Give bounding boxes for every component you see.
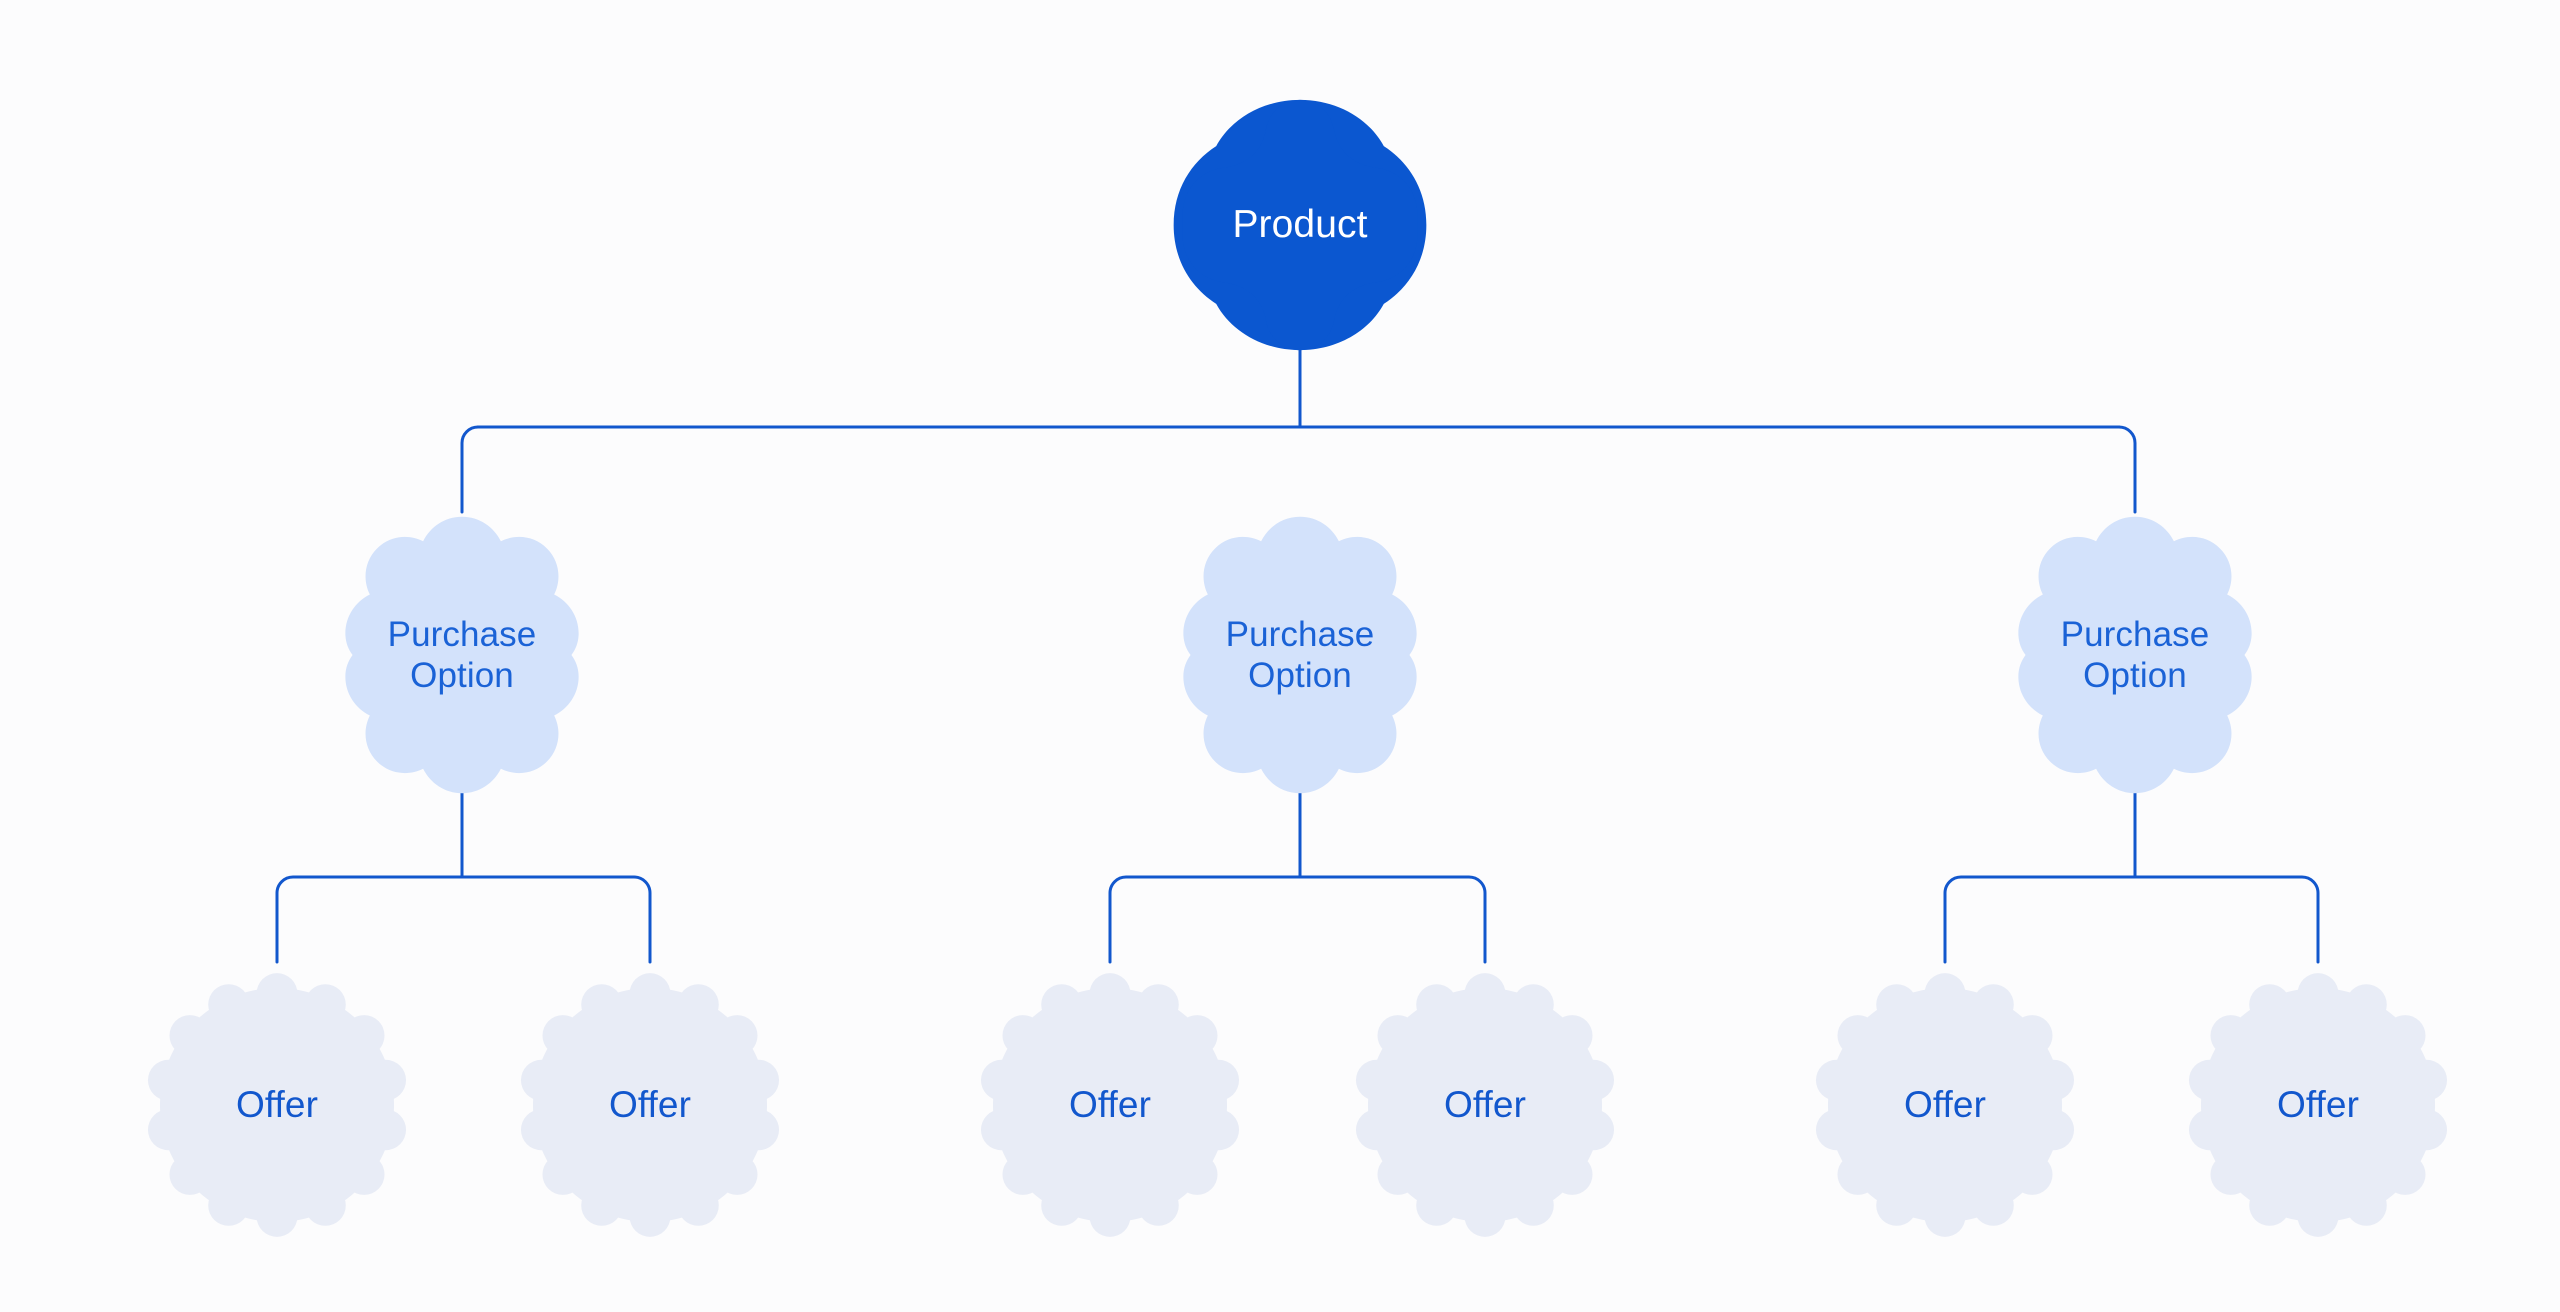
node-offer-2-1-label: Offer bbox=[1068, 1084, 1152, 1126]
node-offer-3-1[interactable]: Offer bbox=[1804, 964, 2086, 1246]
node-offer-3-1-label: Offer bbox=[1903, 1084, 1987, 1126]
node-offer-1-1-label: Offer bbox=[235, 1084, 319, 1126]
node-offer-2-2-label: Offer bbox=[1443, 1084, 1527, 1126]
node-purchase-option-1[interactable]: Purchase Option bbox=[318, 511, 606, 799]
offer-scalloped-shape bbox=[520, 973, 780, 1237]
node-offer-2-1[interactable]: Offer bbox=[969, 964, 1251, 1246]
purchase-option-blob-shape bbox=[2018, 516, 2252, 794]
purchase-option-blob-shape bbox=[345, 516, 579, 794]
offer-scalloped-shape bbox=[1815, 973, 2075, 1237]
offer-scalloped-shape bbox=[980, 973, 1240, 1237]
node-offer-1-1[interactable]: Offer bbox=[136, 964, 418, 1246]
node-purchase-option-3[interactable]: Purchase Option bbox=[1991, 511, 2279, 799]
offer-scalloped-shape bbox=[147, 973, 407, 1237]
offer-scalloped-shape bbox=[2188, 973, 2448, 1237]
node-offer-1-2[interactable]: Offer bbox=[509, 964, 791, 1246]
purchase-option-blob-shape bbox=[1183, 516, 1417, 794]
node-purchase-option-3-label: Purchase Option bbox=[2060, 614, 2210, 695]
product-blob-shape bbox=[1173, 99, 1427, 351]
node-purchase-option-1-label: Purchase Option bbox=[387, 614, 537, 695]
node-offer-3-2-label: Offer bbox=[2276, 1084, 2360, 1126]
node-offer-3-2[interactable]: Offer bbox=[2177, 964, 2459, 1246]
node-product-label: Product bbox=[1232, 202, 1368, 246]
node-product[interactable]: Product bbox=[1167, 89, 1433, 361]
node-purchase-option-2-label: Purchase Option bbox=[1225, 614, 1375, 695]
node-purchase-option-2[interactable]: Purchase Option bbox=[1156, 511, 1444, 799]
node-offer-2-2[interactable]: Offer bbox=[1344, 964, 1626, 1246]
node-offer-1-2-label: Offer bbox=[608, 1084, 692, 1126]
offer-scalloped-shape bbox=[1355, 973, 1615, 1237]
